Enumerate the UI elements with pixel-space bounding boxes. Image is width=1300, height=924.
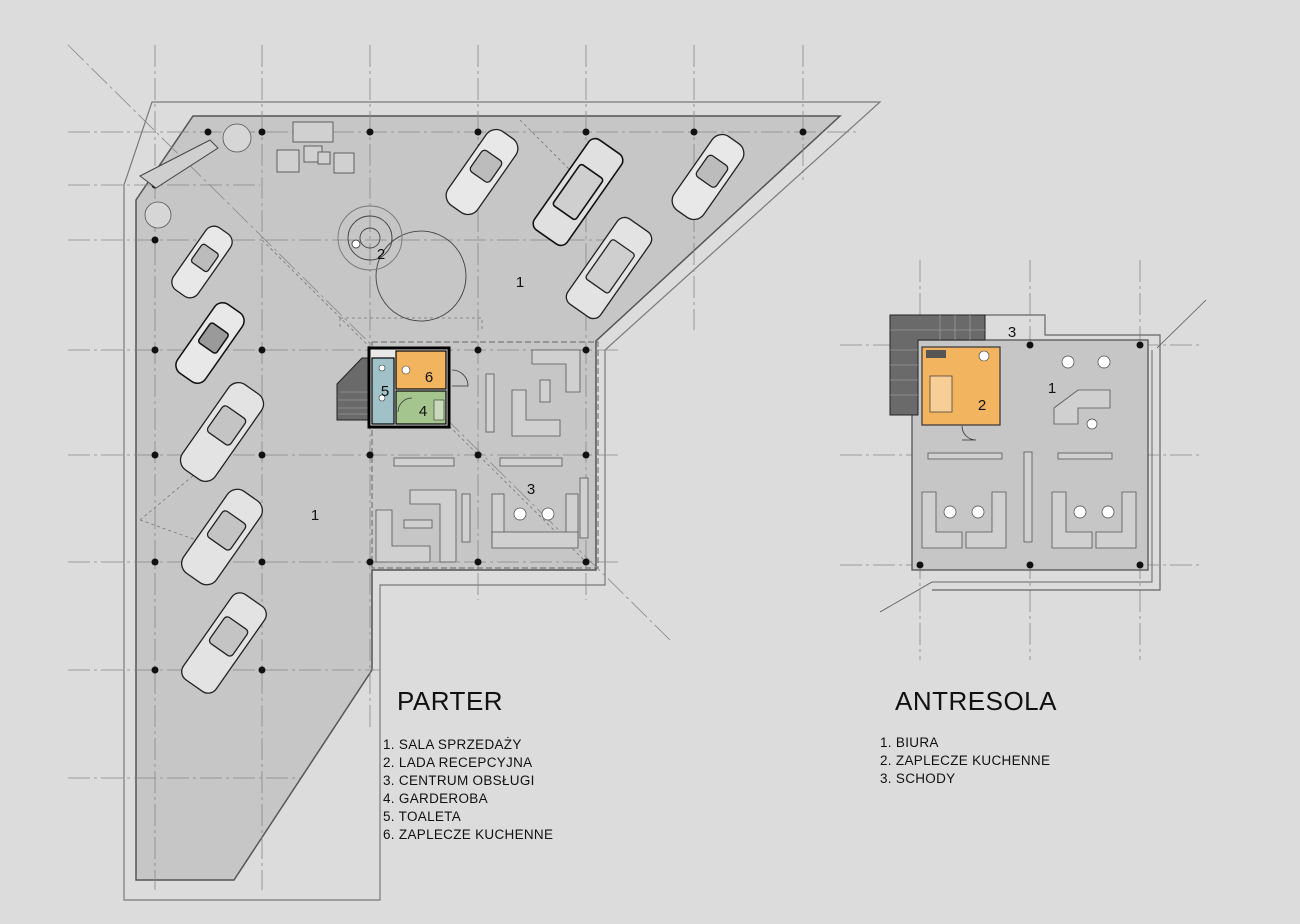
room-label-offices: 1 bbox=[1048, 380, 1056, 397]
kitchen-door-swing bbox=[961, 425, 977, 441]
toilet-room bbox=[371, 357, 395, 425]
toilet-fixture-icon bbox=[378, 364, 386, 372]
tree-icon bbox=[144, 123, 252, 229]
antresola-outer-wall bbox=[932, 314, 1161, 591]
parter-stair-treads bbox=[338, 391, 372, 415]
wardrobe-door-swing bbox=[397, 397, 413, 413]
room-label-service-center: 3 bbox=[527, 481, 535, 498]
sink-icon bbox=[978, 350, 990, 362]
parter-columns bbox=[151, 128, 807, 674]
sink-icon bbox=[401, 365, 411, 375]
room-label-toilet: 5 bbox=[381, 383, 389, 400]
parter-legend: 1. SALA SPRZEDAŻY 2. LADA RECEPCYJNA 3. … bbox=[383, 736, 553, 844]
lounge-furniture bbox=[276, 121, 355, 174]
room-label-kitchen: 6 bbox=[425, 369, 433, 386]
car-icon bbox=[181, 592, 267, 694]
chair-icon bbox=[513, 507, 555, 521]
wardrobe-rack-icon bbox=[433, 399, 445, 421]
car-icon bbox=[175, 302, 245, 384]
room-label-kitchen: 2 bbox=[978, 397, 986, 414]
antresola-inner-wall bbox=[932, 350, 1153, 583]
legend-item: 3. SCHODY bbox=[880, 771, 956, 786]
antresola-stair-treads bbox=[890, 315, 985, 396]
antresola-staircase bbox=[889, 314, 986, 416]
antresola-title: ANTRESOLA bbox=[895, 686, 1057, 716]
room-label-sales-hall: 1 bbox=[311, 507, 319, 524]
service-furniture bbox=[375, 349, 589, 563]
car-icon bbox=[532, 137, 624, 247]
car-icon bbox=[181, 488, 263, 586]
antresola-columns bbox=[916, 341, 1144, 569]
car-icon bbox=[179, 381, 265, 483]
room-label-stairs: 3 bbox=[1008, 324, 1016, 341]
legend-item: 1. BIURA bbox=[880, 735, 939, 750]
legend-item: 2. LADA RECEPCYJNA bbox=[383, 755, 533, 770]
entrance-partition bbox=[139, 139, 219, 189]
legend-item: 5. TOALETA bbox=[383, 809, 462, 824]
parter-outer-wall bbox=[123, 101, 882, 901]
core-door-swing bbox=[451, 369, 469, 387]
legend-item: 4. GARDEROBA bbox=[383, 791, 488, 806]
legend-item: 1. SALA SPRZEDAŻY bbox=[383, 737, 522, 752]
car-icon bbox=[171, 225, 233, 299]
dining-table-icon bbox=[929, 375, 953, 413]
car-icon bbox=[565, 216, 653, 320]
legend-item: 3. CENTRUM OBSŁUGI bbox=[383, 773, 535, 788]
room-label-wardrobe: 4 bbox=[419, 403, 427, 420]
legend-item: 2. ZAPLECZE KUCHENNE bbox=[880, 753, 1051, 768]
car-icon bbox=[671, 133, 745, 221]
parter-room-labels: 1 1 2 3 4 5 6 bbox=[311, 246, 535, 524]
office-furniture bbox=[921, 389, 1137, 549]
car-icon bbox=[445, 128, 519, 216]
parter-plan bbox=[67, 44, 882, 901]
antresola-plan bbox=[840, 260, 1207, 660]
antresola-diagonal-edge bbox=[879, 299, 1207, 613]
room-label-sales-hall: 1 bbox=[516, 274, 524, 291]
kitchen-counter-icon bbox=[926, 350, 946, 358]
chair-icon bbox=[943, 355, 1115, 519]
toilet-fixture-icon bbox=[378, 394, 386, 402]
antresola-legend: 1. BIURA 2. ZAPLECZE KUCHENNE 3. SCHODY bbox=[880, 734, 1050, 788]
room-label-reception: 2 bbox=[377, 246, 385, 263]
parter-floor-slab bbox=[135, 115, 842, 881]
legend-item: 6. ZAPLECZE KUCHENNE bbox=[383, 827, 554, 842]
parter-title: PARTER bbox=[397, 686, 504, 716]
antresola-room-labels: 1 2 3 bbox=[978, 324, 1056, 414]
service-center-outline bbox=[371, 341, 599, 569]
reception-desk bbox=[337, 205, 467, 322]
